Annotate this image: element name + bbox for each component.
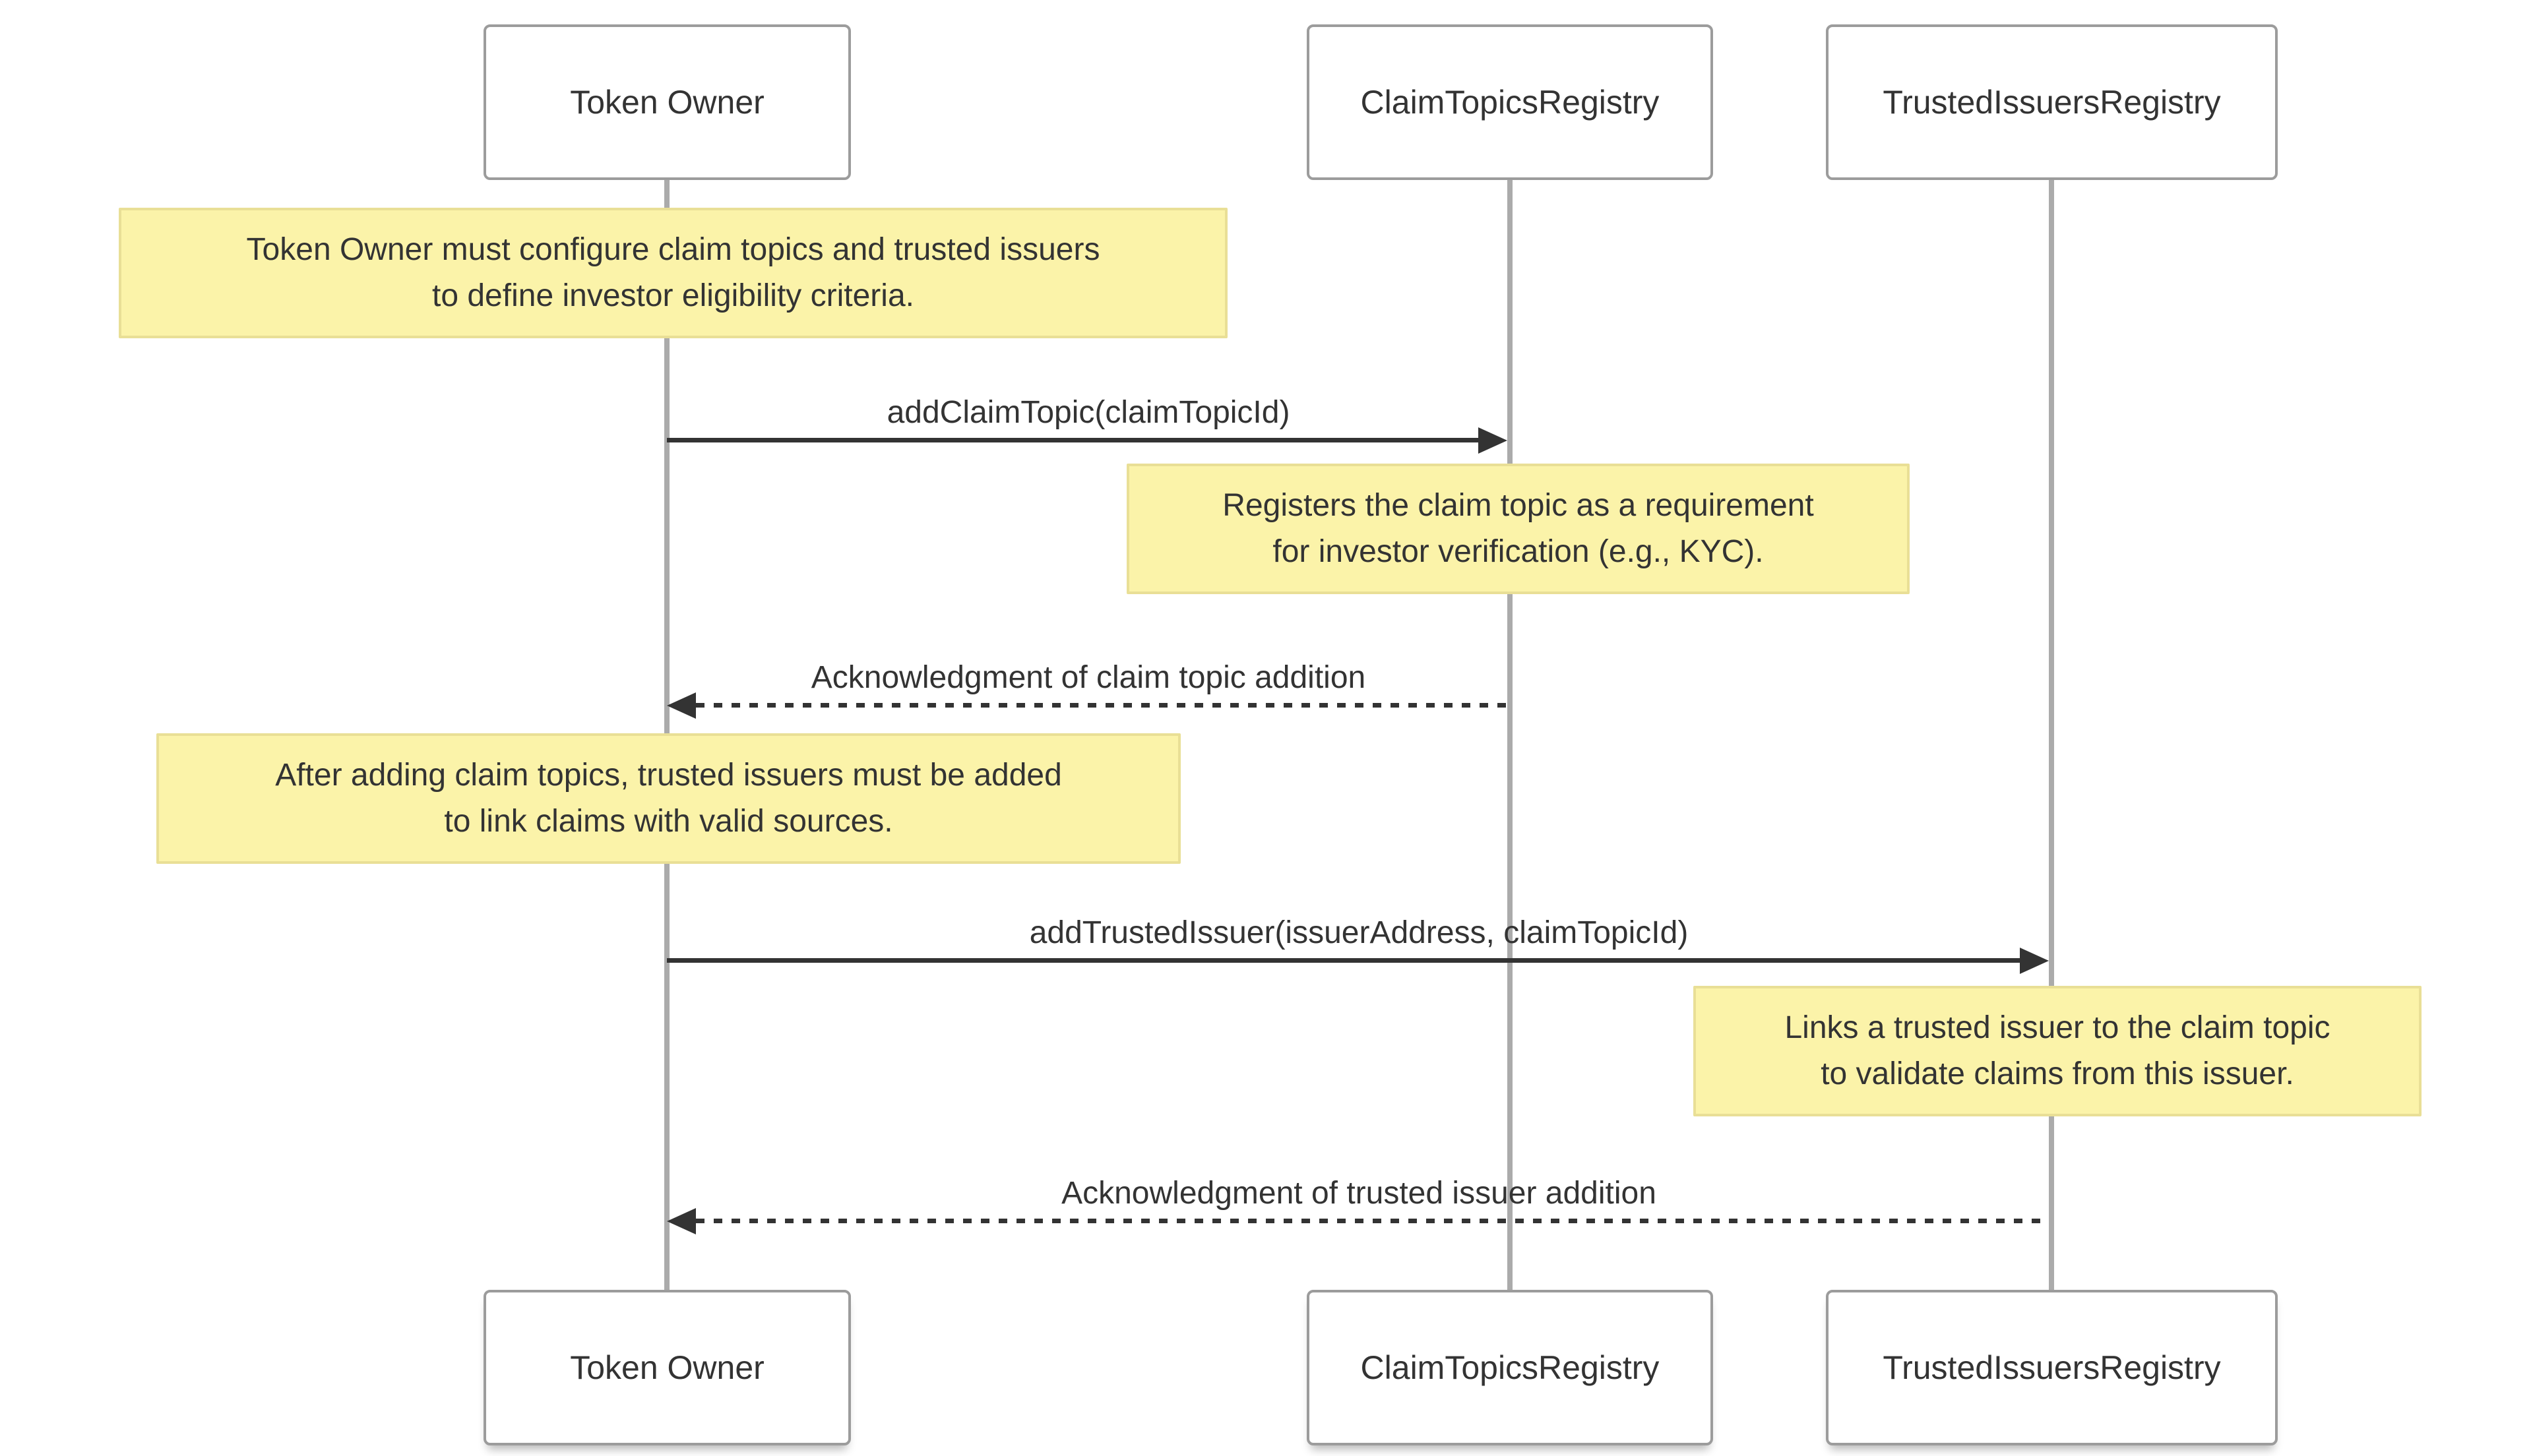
message-line-ack-claim-topic [696,703,1507,708]
actor-label: ClaimTopicsRegistry [1360,1349,1660,1386]
actor-label: Token Owner [570,1349,765,1386]
actor-trusted-issuers-registry-bottom: TrustedIssuersRegistry [1826,1290,2278,1445]
actor-label: Token Owner [570,84,765,121]
actor-trusted-issuers-registry-top: TrustedIssuersRegistry [1826,24,2278,180]
lifeline-trusted-issuers-registry [2049,180,2054,1290]
message-label-add-claim-topic: addClaimTopic(claimTopicId) [887,395,1290,430]
note-add-trusted-issuers: After adding claim topics, trusted issue… [156,733,1181,864]
note-registers-claim-topic: Registers the claim topic as a requireme… [1127,464,1910,594]
message-line-add-claim-topic [667,438,1481,442]
actor-label: TrustedIssuersRegistry [1883,84,2221,121]
actor-label: TrustedIssuersRegistry [1883,1349,2221,1386]
message-label-ack-trusted-issuer: Acknowledgment of trusted issuer additio… [1061,1176,1656,1211]
message-label-add-trusted-issuer: addTrustedIssuer(issuerAddress, claimTop… [1029,915,1689,950]
arrowhead-right-icon [2020,948,2049,974]
actor-token-owner-bottom: Token Owner [484,1290,851,1445]
note-configure-topics-and-issuers: Token Owner must configure claim topics … [119,208,1228,338]
actor-claim-topics-registry-bottom: ClaimTopicsRegistry [1307,1290,1713,1445]
message-line-add-trusted-issuer [667,958,2022,963]
actor-token-owner-top: Token Owner [484,24,851,180]
message-label-ack-claim-topic: Acknowledgment of claim topic addition [811,660,1366,695]
arrowhead-right-icon [1478,427,1507,454]
lifeline-claim-topics-registry [1507,180,1513,1290]
message-line-ack-trusted-issuer [696,1219,2049,1223]
actor-claim-topics-registry-top: ClaimTopicsRegistry [1307,24,1713,180]
actor-label: ClaimTopicsRegistry [1360,84,1660,121]
arrowhead-left-icon [667,692,696,719]
arrowhead-left-icon [667,1208,696,1234]
note-links-trusted-issuer: Links a trusted issuer to the claim topi… [1693,986,2422,1116]
